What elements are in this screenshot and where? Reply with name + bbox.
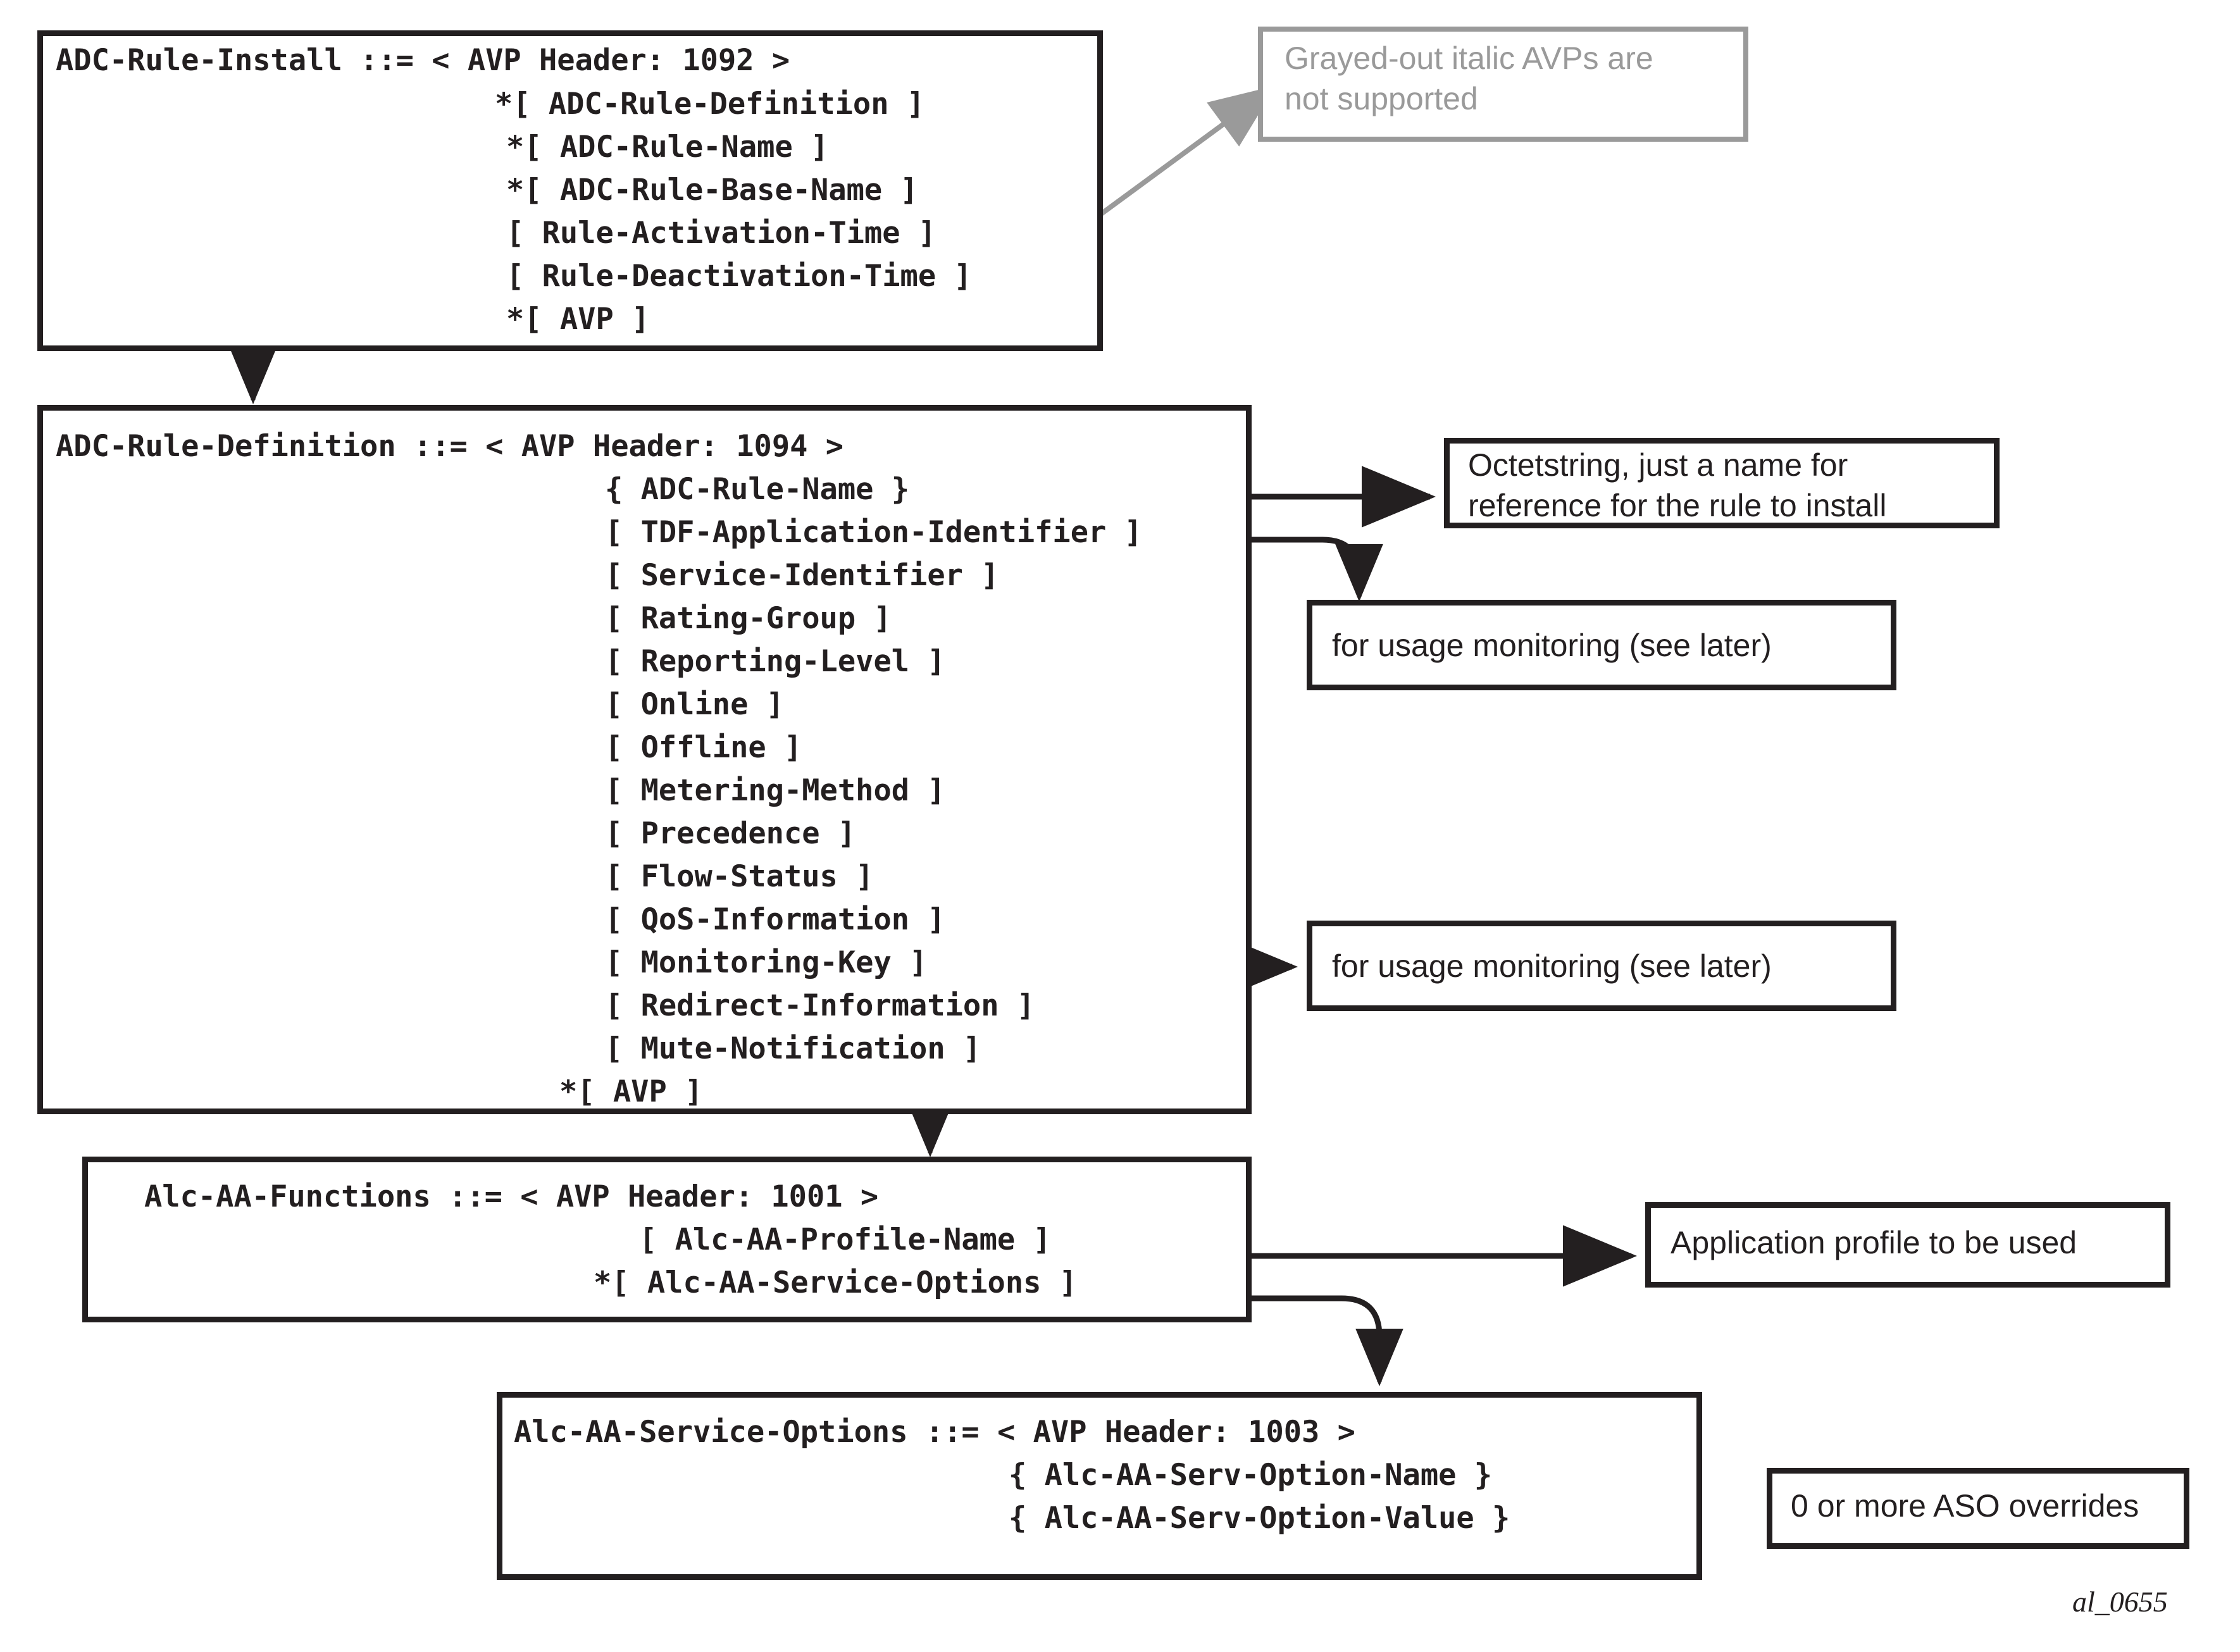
note-box-usage-monitoring-1 xyxy=(1307,600,1896,690)
figure-caption: al_0655 xyxy=(2072,1586,2168,1618)
adc-rule-definition-line-7: [ Metering-Method ] xyxy=(605,773,945,808)
adc-rule-definition-line-8: [ Precedence ] xyxy=(605,816,856,851)
adc-rule-definition-line-6: [ Offline ] xyxy=(605,730,802,765)
alc-aa-functions-line-1: *[ Alc-AA-Service-Options ] xyxy=(594,1265,1078,1300)
adc-rule-install-line-0: *[ ADC-Rule-Definition ] xyxy=(495,87,925,121)
adc-rule-definition-line-5: [ Online ] xyxy=(605,687,784,722)
adc-rule-definition-line-10: [ QoS-Information ] xyxy=(605,902,945,937)
note-text-aso-overrides: 0 or more ASO overrides xyxy=(1791,1488,2139,1524)
adc-rule-definition-line-11: [ Monitoring-Key ] xyxy=(605,945,928,980)
box-adc-rule-install xyxy=(37,30,1103,351)
connector-tdf-to-usage xyxy=(1240,537,1362,588)
adc-rule-definition-line-1: [ TDF-Application-Identifier ] xyxy=(605,515,1142,550)
adc-rule-install-line-3: [ Rule-Activation-Time ] xyxy=(506,216,936,251)
note-box-octetstring xyxy=(1444,438,2000,528)
alc-aa-service-options-title: Alc-AA-Service-Options ::= < AVP Header:… xyxy=(514,1415,1355,1450)
adc-rule-definition-line-3: [ Rating-Group ] xyxy=(605,601,892,636)
note-box-application-profile xyxy=(1645,1202,2170,1288)
adc-rule-definition-line-2: [ Service-Identifier ] xyxy=(605,558,999,593)
note-box-usage-monitoring-2 xyxy=(1307,921,1896,1011)
alc-aa-functions-title: Alc-AA-Functions ::= < AVP Header: 1001 … xyxy=(144,1179,879,1214)
note-text-octetstring: Octetstring, just a name for reference f… xyxy=(1468,447,1887,523)
adc-rule-definition-line-4: [ Reporting-Level ] xyxy=(605,644,945,679)
adc-rule-definition-title: ADC-Rule-Definition ::= < AVP Header: 10… xyxy=(56,429,844,464)
adc-rule-definition-line-0: { ADC-Rule-Name } xyxy=(605,472,910,507)
box-alc-aa-functions xyxy=(82,1157,1252,1322)
adc-rule-definition-line-13: [ Mute-Notification ] xyxy=(605,1031,981,1066)
alc-aa-service-options-line-0: { Alc-AA-Serv-Option-Name } xyxy=(1009,1458,1493,1493)
box-adc-rule-definition xyxy=(37,405,1252,1114)
adc-rule-definition-line-12: [ Redirect-Information ] xyxy=(605,988,1035,1023)
adc-rule-install-line-4: [ Rule-Deactivation-Time ] xyxy=(506,259,972,294)
note-text-grayed-out: Grayed-out italic AVPs are not supported xyxy=(1285,40,1653,116)
box-alc-aa-service-options xyxy=(497,1392,1702,1580)
note-text-usage-monitoring-2: for usage monitoring (see later) xyxy=(1332,948,1772,984)
note-text-application-profile: Application profile to be used xyxy=(1671,1225,2077,1260)
adc-rule-install-line-5: *[ AVP ] xyxy=(506,302,650,337)
note-box-grayed-out xyxy=(1258,27,1748,142)
alc-aa-service-options-line-1: { Alc-AA-Serv-Option-Value } xyxy=(1009,1501,1510,1536)
adc-rule-install-line-2: *[ ADC-Rule-Base-Name ] xyxy=(506,173,918,208)
adc-rule-definition-line-9: [ Flow-Status ] xyxy=(605,859,874,894)
adc-rule-definition-line-14: *[ AVP ] xyxy=(559,1074,703,1109)
adc-rule-install-line-1: *[ ADC-Rule-Name ] xyxy=(506,130,829,165)
note-box-aso-overrides xyxy=(1767,1468,2189,1549)
adc-rule-install-title: ADC-Rule-Install ::= < AVP Header: 1092 … xyxy=(56,43,790,78)
note-text-usage-monitoring-1: for usage monitoring (see later) xyxy=(1332,628,1772,663)
alc-aa-functions-line-0: [ Alc-AA-Profile-Name ] xyxy=(639,1222,1051,1257)
